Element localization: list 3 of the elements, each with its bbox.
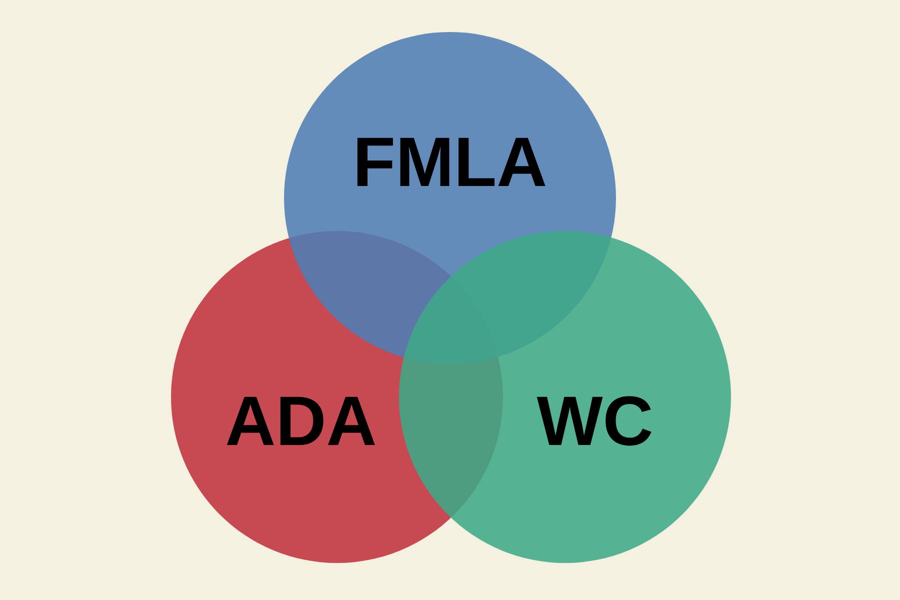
circle-label: ADA: [225, 386, 377, 456]
circle-label: WC: [536, 386, 654, 456]
circle-label: FMLA: [352, 127, 548, 197]
